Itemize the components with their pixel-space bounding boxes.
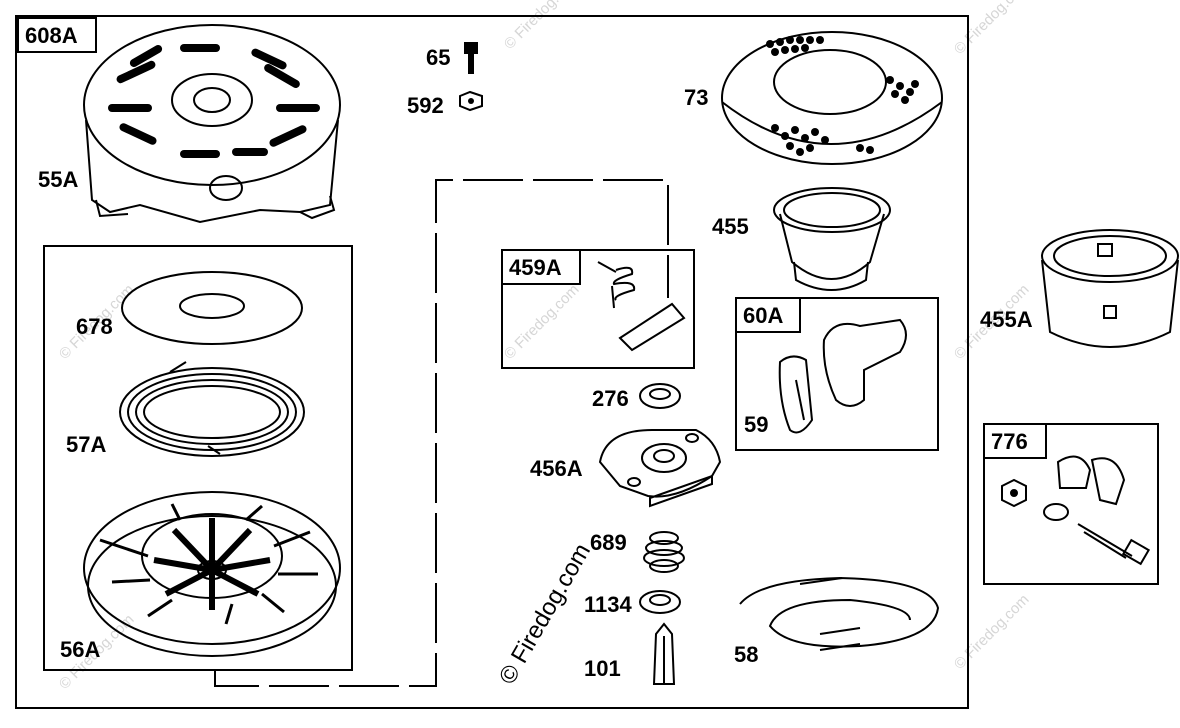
group-label-459A: 459A [509,255,562,280]
part-label-456A: 456A [530,456,583,481]
spring-689 [643,531,685,573]
part-label-73: 73 [684,85,708,110]
group-tag-459A: 459A [501,249,581,285]
sub-frame-pulley [43,245,353,671]
part-label-55A: 55A [38,167,78,192]
part-label-592: 592 [407,93,444,118]
cup-455A [1041,229,1179,348]
handle-60A [778,318,907,434]
part-label-678: 678 [76,314,113,339]
part-label-689: 689 [590,530,627,555]
part-label-455A: 455A [980,307,1033,332]
sub-frame-776 [983,423,1159,585]
main-frame [15,15,969,709]
watermark-center: © Firedog.com [494,539,596,689]
watermark-tile: © Firedog.com [951,0,1033,58]
clamp-776 [1001,455,1151,566]
part-label-276: 276 [592,386,629,411]
part-label-455: 455 [712,214,749,239]
watermark-tile: © Firedog.com [951,591,1033,673]
watermark-tile: © Firedog.com [501,0,583,53]
nut-592 [459,90,483,112]
group-label-608A: 608A [25,23,78,48]
screw-65 [464,42,478,74]
rope-58 [739,576,940,651]
screen-73 [721,31,943,165]
housing-55A [83,24,341,224]
spring-57A [119,361,305,457]
part-label-65: 65 [426,45,450,70]
part-label-101: 101 [584,656,621,681]
group-label-776: 776 [991,429,1028,454]
retainer-456A [598,429,722,508]
washer-276 [639,383,681,409]
part-label-57A: 57A [66,432,106,457]
watermark-tile: © Firedog.com [501,281,583,363]
part-label-58: 58 [734,642,758,667]
cup-455 [773,187,891,291]
pin-101 [652,622,676,685]
group-label-60A: 60A [743,303,783,328]
pulley-56A [83,491,341,657]
sub-frame-60A [735,297,939,451]
part-label-59: 59 [744,412,768,437]
part-label-1134: 1134 [584,592,632,617]
group-tag-776: 776 [983,423,1047,459]
sub-frame-459A [501,249,695,369]
washer-678 [121,271,303,345]
pawl-spring-459A [597,261,686,352]
group-tag-60A: 60A [735,297,801,333]
connector-line [214,179,669,687]
part-label-56A: 56A [60,637,100,662]
washer-1134 [639,590,681,614]
group-tag-608A: 608A [17,17,97,53]
